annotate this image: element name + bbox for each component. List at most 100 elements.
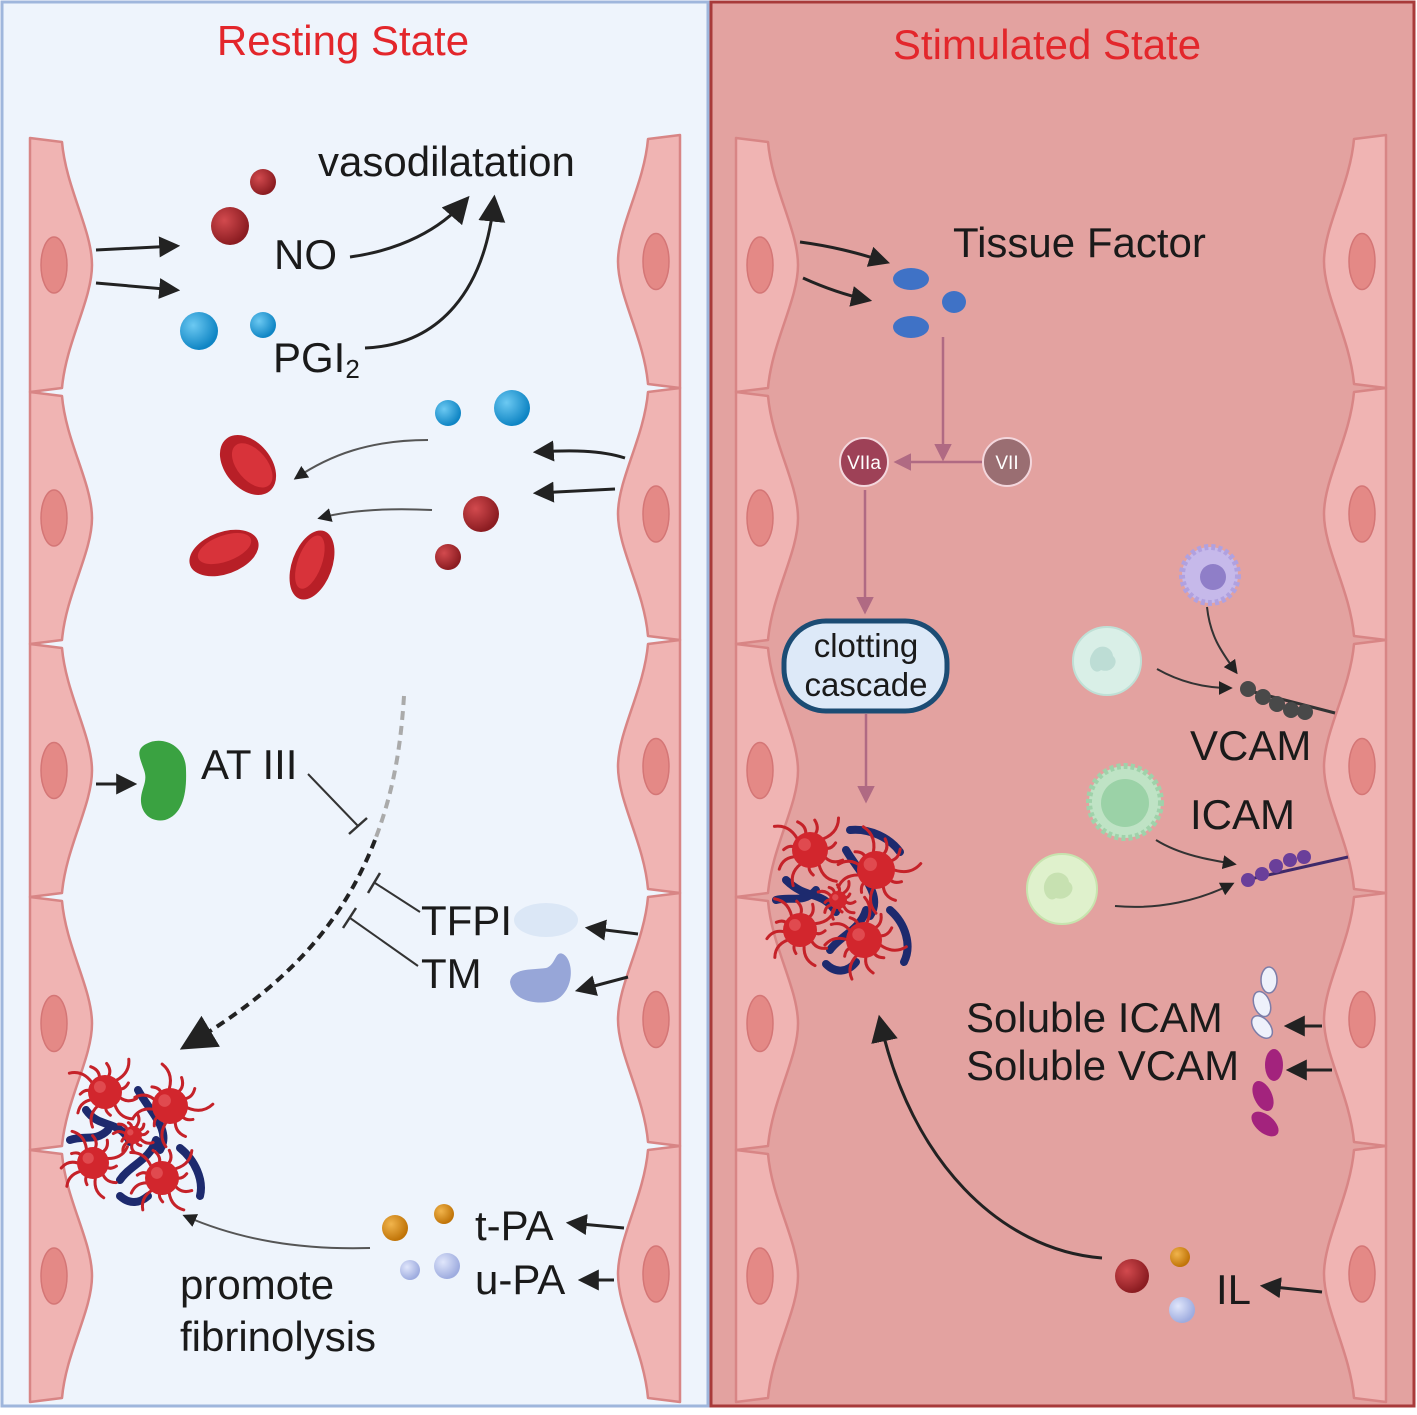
release-arrow-tf-1 bbox=[799, 240, 890, 267]
no-to-vasodilatation-arrow bbox=[349, 195, 470, 259]
tissue-factor-molecule bbox=[893, 316, 929, 338]
inhibition-bar bbox=[341, 907, 358, 929]
tissue-factor-label: Tissue Factor bbox=[953, 219, 1206, 266]
activated-platelet bbox=[823, 895, 908, 981]
tissue-factor-molecule bbox=[942, 291, 966, 313]
at3-protein bbox=[139, 740, 187, 821]
pgi2-label-subscript: 2 bbox=[345, 354, 359, 384]
at3-inhibition-line bbox=[307, 773, 359, 827]
monocyte-cell bbox=[1179, 544, 1241, 606]
endothelial-cell bbox=[28, 136, 94, 394]
pgi2-molecule bbox=[250, 312, 276, 338]
activated-platelet bbox=[836, 825, 923, 915]
endothelial-cell bbox=[734, 390, 800, 646]
tfpi-protein bbox=[514, 903, 578, 937]
endothelial-cell-walls bbox=[28, 133, 1388, 1404]
endothelial-cell bbox=[28, 1148, 94, 1404]
lymphocyte-cell bbox=[1086, 763, 1164, 841]
no-label: NO bbox=[274, 231, 337, 278]
release-arrow-tfpi bbox=[584, 919, 639, 941]
endothelial-cell bbox=[734, 895, 800, 1152]
release-arrow-tpa bbox=[565, 1214, 625, 1236]
endothelial-cell bbox=[734, 642, 800, 899]
release-arrow-tf-2 bbox=[802, 276, 873, 307]
activated-platelet bbox=[772, 816, 845, 888]
endothelial-cell bbox=[616, 638, 682, 895]
release-arrow-no bbox=[95, 236, 181, 258]
neutrophil-cell bbox=[1026, 853, 1098, 925]
at3-label: AT III bbox=[201, 741, 297, 788]
il-molecule bbox=[1115, 1259, 1149, 1293]
resting-title: Resting State bbox=[217, 17, 469, 64]
fibrin-strand bbox=[66, 1126, 112, 1144]
il-label: IL bbox=[1216, 1266, 1251, 1313]
soluble-vcam-label: Soluble VCAM bbox=[966, 1042, 1239, 1089]
blood-clot bbox=[765, 816, 923, 981]
fibrin-strand bbox=[822, 958, 860, 975]
tm-label: TM bbox=[421, 950, 482, 997]
upa-molecule bbox=[434, 1253, 460, 1279]
activated-platelet bbox=[111, 1112, 155, 1155]
red-blood-cell bbox=[289, 530, 335, 600]
tpa-molecule bbox=[382, 1215, 408, 1241]
vcam-label: VCAM bbox=[1190, 722, 1311, 769]
pgi2-label-main: PGI bbox=[273, 334, 345, 381]
il-molecule bbox=[1169, 1297, 1195, 1323]
blood-clot bbox=[59, 1057, 215, 1212]
no-molecule bbox=[250, 169, 276, 195]
inhibition-bar bbox=[348, 817, 368, 835]
endothelial-cell bbox=[616, 891, 682, 1148]
inhibition-bar bbox=[366, 872, 382, 894]
endothelial-cell bbox=[28, 390, 94, 646]
release-arrow-right-2 bbox=[532, 481, 616, 503]
factor-viia: VIIa bbox=[839, 437, 889, 487]
vii-label: VII bbox=[995, 453, 1018, 474]
upa-molecule bbox=[400, 1260, 420, 1280]
release-arrow-tm bbox=[574, 975, 629, 996]
endothelial-cell bbox=[734, 136, 800, 394]
red-blood-cell bbox=[189, 529, 259, 577]
endothelial-cell bbox=[616, 1144, 682, 1404]
tm-protein bbox=[510, 953, 571, 1003]
fibrinolysis-label: fibrinolysis bbox=[180, 1313, 376, 1360]
molecule-to-rbc-arrow bbox=[317, 508, 433, 522]
endothelial-cell bbox=[28, 895, 94, 1152]
clotting-cascade-box: clotting cascade bbox=[781, 618, 950, 714]
activated-platelet bbox=[59, 1129, 129, 1200]
activated-platelet bbox=[765, 897, 837, 968]
release-arrow-right-1 bbox=[532, 440, 626, 462]
endothelial-cell bbox=[1322, 133, 1388, 390]
release-arrow-il bbox=[1259, 1277, 1323, 1299]
resting-panel bbox=[0, 0, 710, 1408]
vasodilatation-label: vasodilatation bbox=[318, 138, 575, 185]
fibrin-strand bbox=[846, 825, 904, 856]
no-molecule bbox=[211, 207, 249, 245]
icam-molecule bbox=[1241, 850, 1349, 887]
factor-vii: VII bbox=[982, 437, 1032, 487]
tissue-factor-molecule bbox=[893, 268, 929, 290]
lymphocyte-to-icam-arrow bbox=[1155, 839, 1237, 870]
upa-label: u-PA bbox=[475, 1256, 565, 1303]
red-blood-cell bbox=[219, 435, 277, 495]
tfpi-label: TFPI bbox=[421, 897, 512, 944]
promote-label: promote bbox=[180, 1261, 334, 1308]
il-molecule bbox=[1170, 1247, 1190, 1267]
pgi2-label: PGI2 bbox=[273, 334, 360, 384]
neutrophil-cell bbox=[1072, 626, 1142, 696]
vcam-molecule bbox=[1240, 681, 1336, 720]
endothelial-cell bbox=[616, 386, 682, 642]
no-molecule bbox=[435, 544, 461, 570]
soluble-vcam-molecule bbox=[1251, 1049, 1283, 1137]
no-molecule bbox=[463, 496, 499, 532]
tfpi-inhibition-line bbox=[374, 882, 421, 913]
endothelial-cell bbox=[1322, 386, 1388, 642]
monocyte-to-vcam-arrow bbox=[1206, 606, 1238, 675]
pgi2-molecule bbox=[435, 400, 461, 426]
pgi2-molecule bbox=[494, 390, 530, 426]
soluble-icam-molecule bbox=[1250, 966, 1278, 1039]
endothelial-cell bbox=[1322, 638, 1388, 895]
icam-label: ICAM bbox=[1190, 791, 1295, 838]
fibrinolysis-arrow bbox=[182, 1214, 371, 1250]
fibrin-strand bbox=[116, 1136, 160, 1184]
